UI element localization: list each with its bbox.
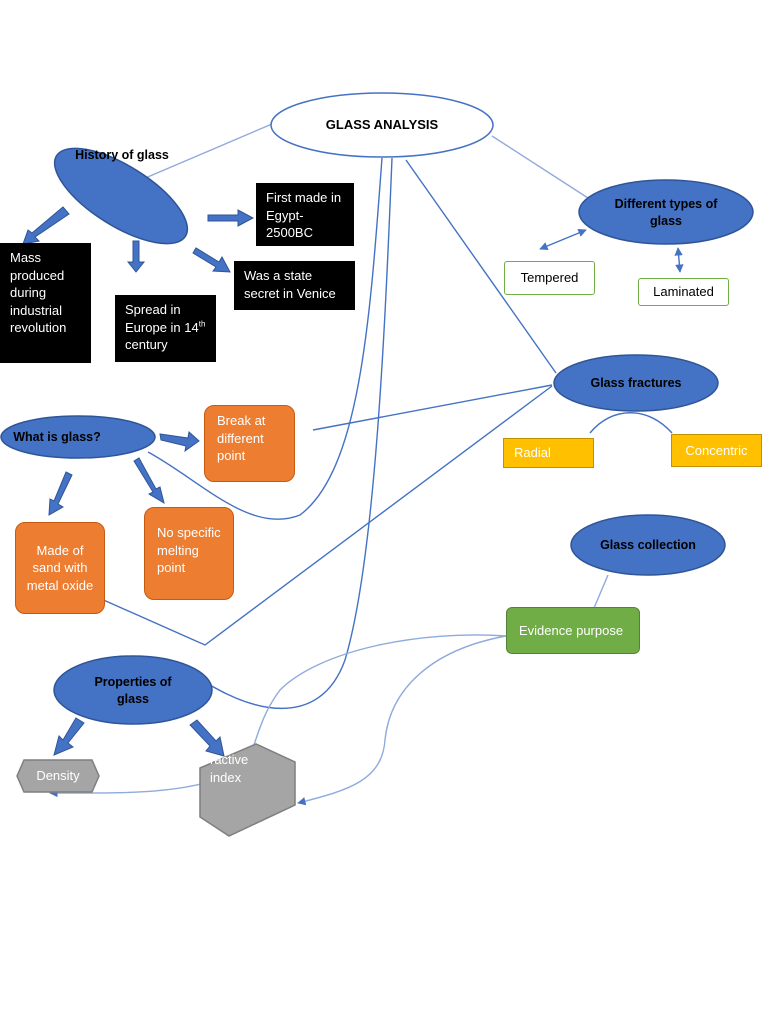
fractures-label: Glass fractures — [590, 375, 682, 390]
node-history-of-glass — [53, 147, 189, 245]
types-label: Different types of glass — [614, 197, 718, 228]
arrow-whatis-break — [159, 431, 200, 453]
connector-collection-evidence — [593, 574, 609, 609]
connector-evidence-refractive — [297, 635, 507, 806]
density-label: Density — [36, 768, 80, 784]
node-glass-fractures — [553, 354, 719, 412]
connector-title-history — [135, 123, 273, 183]
mass-produced-box: Mass produced during industrial revoluti… — [0, 243, 91, 363]
radial-box: Radial — [503, 438, 594, 468]
arrow-whatis-melting — [133, 457, 165, 505]
what-is-glass-label: What is glass? — [13, 429, 101, 444]
node-glass-analysis — [270, 92, 494, 158]
refractive-label: ractive index — [210, 752, 249, 785]
connector-title-whatis — [147, 157, 383, 520]
arrow-properties-density — [53, 717, 85, 756]
arrow-history-massproduced — [22, 206, 70, 245]
arrow-properties-refractive — [189, 719, 225, 757]
first-made-box: First made in Egypt-2500BC — [256, 183, 354, 246]
properties-label: Properties of glass — [94, 675, 172, 706]
history-label: History of glass — [75, 147, 169, 162]
node-what-is-glass — [0, 415, 156, 459]
block-arrows — [22, 206, 255, 757]
node-different-types — [578, 179, 754, 245]
spread-europe-text: Spread in Europe in 14 — [125, 302, 199, 335]
tempered-box: Tempered — [504, 261, 595, 295]
connector-madeof-fractures — [89, 385, 553, 646]
connector-title-types — [491, 135, 589, 199]
connector-lines — [49, 123, 684, 806]
connector-title-properties — [189, 157, 393, 709]
concentric-box: Concentric — [671, 434, 762, 467]
spread-europe-box: Spread in Europe in 14th century — [115, 295, 216, 362]
arrow-history-statesecret — [192, 247, 231, 273]
evidence-purpose-box: Evidence purpose — [506, 607, 640, 654]
break-point-box: Break at different point — [204, 405, 295, 482]
laminated-box: Laminated — [638, 278, 729, 306]
arrow-laminated-types — [674, 247, 684, 273]
state-secret-box: Was a state secret in Venice — [234, 261, 355, 310]
arrow-whatis-madeof — [48, 471, 73, 516]
spread-europe-tail: century — [125, 337, 168, 353]
arrow-tempered-types — [539, 229, 587, 250]
spread-europe-sup: th — [198, 319, 206, 329]
melting-point-box: No specific melting point — [144, 507, 234, 600]
node-refractive-shape — [199, 743, 296, 837]
made-of-box: Made of sand with metal oxide — [15, 522, 105, 614]
node-properties-of-glass — [53, 655, 213, 725]
title-label: GLASS ANALYSIS — [325, 117, 439, 133]
connector-title-fractures — [405, 159, 557, 374]
arrow-history-firstmade — [207, 209, 255, 227]
collection-label: Glass collection — [600, 537, 696, 552]
connector-radial-concentric — [589, 412, 673, 434]
arrow-history-spread — [126, 240, 146, 273]
node-glass-collection — [570, 514, 726, 576]
connector-evidence-density — [49, 634, 507, 798]
connector-break-fractures — [312, 384, 553, 431]
node-density-shape — [16, 759, 100, 793]
